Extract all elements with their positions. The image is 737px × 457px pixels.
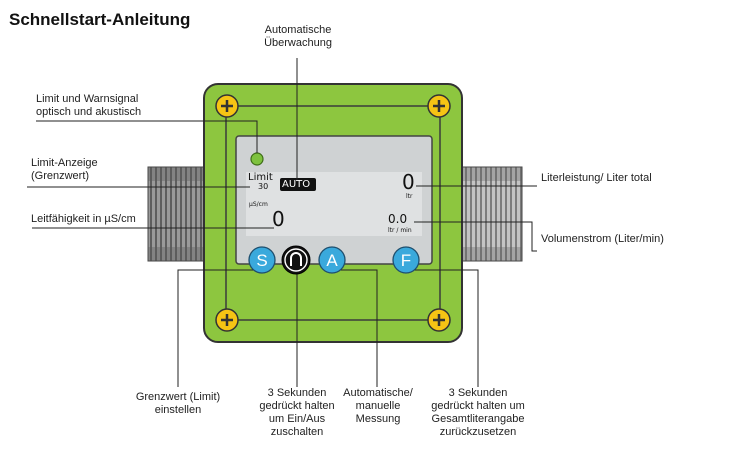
lcd-auto-text: AUTO: [282, 179, 311, 190]
warning-led-icon: [250, 152, 264, 166]
label-limit-set: Grenzwert (Limit)einstellen: [135, 391, 221, 416]
lcd-limit-value: 30: [258, 182, 269, 191]
label-limit-display: Limit-Anzeige(Grenzwert): [31, 157, 98, 182]
screw-icon: [427, 94, 451, 118]
lcd-liter-unit: ltr: [406, 193, 413, 200]
s-button[interactable]: S: [248, 246, 276, 274]
label-conductivity: Leitfähigkeit in µS/cm: [31, 213, 136, 225]
screw-icon: [215, 94, 239, 118]
screw-icon: [427, 308, 451, 332]
label-liter: Literleistung/ Liter total: [541, 172, 652, 184]
lcd-unit-us: µS/cm: [249, 201, 268, 208]
lcd-conductivity-value: 0: [272, 207, 285, 231]
leader-lines: [27, 58, 537, 387]
a-button[interactable]: A: [318, 246, 346, 274]
page-title: Schnellstart-Anleitung: [9, 10, 191, 29]
left-pipe-thread: [147, 166, 211, 262]
power-icon: [290, 252, 302, 266]
a-button-label: A: [326, 251, 338, 270]
lcd-screen: [246, 172, 422, 236]
lcd-liter-value: 0: [402, 170, 415, 194]
lcd-flow-unit: ltr / min: [388, 227, 412, 234]
lcd-flow-value: 0.0: [388, 212, 408, 226]
lcd-limit-word: Limit: [248, 172, 273, 183]
right-pipe-thread: [457, 166, 523, 262]
s-button-label: S: [256, 251, 267, 270]
label-flow: Volumenstrom (Liter/min): [541, 233, 664, 245]
screw-icon: [215, 308, 239, 332]
f-button[interactable]: F: [392, 246, 420, 274]
auto-badge-bg: [280, 178, 316, 191]
f-button-label: F: [401, 251, 411, 270]
power-button[interactable]: [281, 245, 311, 275]
